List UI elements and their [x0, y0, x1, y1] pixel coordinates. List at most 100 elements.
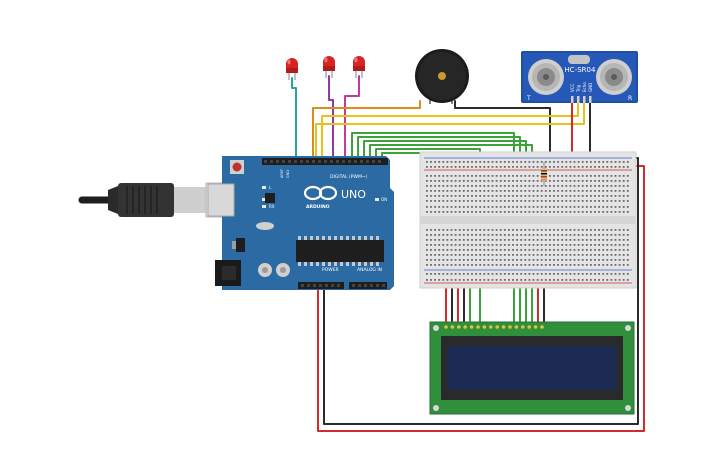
breadboard-hole — [426, 190, 428, 192]
breadboard-hole — [544, 279, 547, 281]
breadboard-hole — [614, 206, 617, 208]
breadboard-hole — [610, 249, 613, 251]
breadboard-hole — [516, 161, 518, 163]
breadboard-hole — [508, 190, 510, 192]
breadboard-hole — [450, 206, 453, 208]
breadboard-hole — [553, 244, 555, 246]
breadboard-hole — [585, 264, 588, 266]
breadboard-hole — [454, 190, 457, 192]
breadboard-hole — [426, 206, 428, 208]
sensor-pin-gnd: GND — [588, 83, 593, 92]
breadboard-hole — [499, 200, 502, 202]
breadboard-hole — [581, 206, 584, 208]
breadboard-hole — [434, 259, 436, 261]
breadboard-hole — [516, 175, 518, 177]
arduino-uno-board[interactable]: AREF GND DIGITAL (PWM~) L TX RX ON UNO A… — [207, 156, 394, 290]
breadboard-hole — [565, 166, 568, 168]
breadboard-hole — [610, 273, 613, 275]
breadboard-hole — [520, 211, 523, 213]
breadboard-hole — [520, 200, 523, 202]
breadboard-hole — [528, 185, 531, 187]
breadboard-hole — [577, 239, 580, 241]
breadboard-hole — [467, 229, 469, 231]
breadboard-hole — [442, 166, 445, 168]
breadboard-hole — [626, 279, 629, 281]
usb-chip — [265, 193, 275, 203]
breadboard-hole — [528, 175, 531, 177]
breadboard-hole — [520, 190, 523, 192]
ultrasonic-sensor[interactable]: HC-SR04 T R VCC Trig Echo GND — [521, 51, 638, 103]
led-red-3[interactable] — [353, 56, 365, 78]
breadboard-hole — [532, 273, 535, 275]
breadboard-hole — [549, 180, 551, 182]
breadboard-hole — [581, 180, 584, 182]
breadboard-hole — [618, 190, 621, 192]
breadboard-hole — [553, 180, 555, 182]
led-l-label: L — [269, 185, 272, 190]
breadboard-hole — [561, 279, 564, 281]
breadboard-hole — [426, 175, 428, 177]
analog-label: ANALOG IN — [357, 267, 382, 273]
breadboard-hole — [557, 244, 559, 246]
breadboard-hole — [581, 259, 584, 261]
breadboard-hole — [458, 234, 461, 236]
breadboard-hole — [573, 211, 576, 213]
resistor[interactable] — [541, 162, 547, 186]
breadboard-hole — [606, 259, 609, 261]
piezo-buzzer[interactable] — [415, 49, 469, 104]
breadboard-hole — [606, 185, 609, 187]
breadboard-hole — [590, 195, 592, 197]
breadboard-hole — [454, 264, 457, 266]
led-red-1[interactable] — [286, 58, 298, 80]
breadboard-hole — [553, 279, 555, 281]
breadboard-hole — [495, 264, 498, 266]
breadboard-hole — [475, 279, 477, 281]
breadboard-hole — [557, 229, 559, 231]
lcd-pin-pad — [476, 325, 480, 329]
breadboard-hole — [442, 206, 445, 208]
breadboard-hole — [606, 206, 609, 208]
breadboard-hole — [536, 254, 539, 256]
breadboard-hole — [594, 206, 596, 208]
breadboard-hole — [467, 166, 469, 168]
breadboard-hole — [450, 273, 453, 275]
breadboard-hole — [606, 180, 609, 182]
breadboard-hole — [458, 254, 461, 256]
breadboard-hole — [532, 185, 535, 187]
breadboard-hole — [540, 206, 543, 208]
breadboard-hole — [618, 239, 621, 241]
breadboard-hole — [475, 195, 477, 197]
breadboard-hole — [606, 211, 609, 213]
breadboard-hole — [602, 229, 605, 231]
breadboard-hole — [565, 206, 568, 208]
breadboard-hole — [495, 273, 498, 275]
breadboard-hole — [442, 175, 445, 177]
breadboard-hole — [434, 185, 436, 187]
breadboard[interactable] — [419, 151, 637, 289]
breadboard-hole — [557, 259, 559, 261]
breadboard-hole — [532, 234, 535, 236]
breadboard-hole — [508, 249, 510, 251]
breadboard-hole — [450, 161, 453, 163]
breadboard-hole — [626, 239, 629, 241]
breadboard-hole — [585, 195, 588, 197]
breadboard-hole — [462, 161, 465, 163]
led-red-2[interactable] — [323, 56, 335, 78]
breadboard-hole — [565, 161, 568, 163]
breadboard-hole — [430, 175, 432, 177]
breadboard-hole — [610, 190, 613, 192]
breadboard-hole — [475, 234, 477, 236]
breadboard-hole — [434, 279, 436, 281]
board-usb-port[interactable] — [207, 183, 235, 217]
breadboard-hole — [442, 161, 445, 163]
breadboard-hole — [577, 244, 580, 246]
breadboard-hole — [471, 190, 473, 192]
breadboard-hole — [610, 254, 613, 256]
breadboard-hole — [495, 195, 498, 197]
breadboard-hole — [532, 200, 535, 202]
breadboard-hole — [471, 161, 473, 163]
lcd-16x2[interactable] — [429, 321, 635, 415]
breadboard-hole — [602, 259, 605, 261]
breadboard-hole — [508, 175, 510, 177]
breadboard-hole — [450, 234, 453, 236]
